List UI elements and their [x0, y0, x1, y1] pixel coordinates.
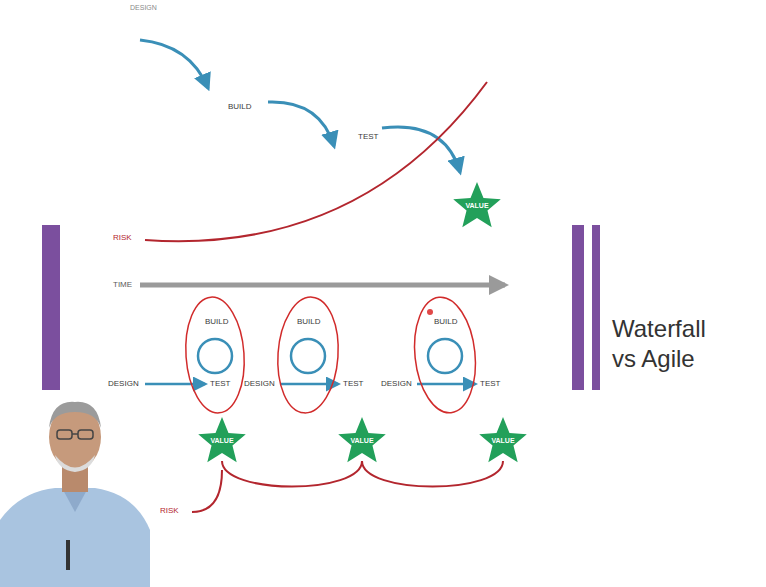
star-text: VALUE — [337, 437, 387, 444]
value-star: VALUE — [478, 415, 528, 465]
stage-label: DESIGN — [130, 4, 157, 11]
stage-label: DESIGN — [108, 380, 139, 388]
iteration-loop — [291, 339, 325, 373]
value-star: VALUE — [337, 415, 387, 465]
iteration-loop — [198, 339, 232, 373]
slide-title: Waterfall vs Agile — [612, 314, 727, 374]
stage-label: RISK — [113, 234, 132, 242]
stage-label: TEST — [210, 380, 230, 388]
stage-label: DESIGN — [244, 380, 275, 388]
presenter — [0, 402, 150, 587]
risk-connector — [222, 461, 362, 487]
iteration-loop — [428, 339, 462, 373]
star-text: VALUE — [197, 437, 247, 444]
stage-label: BUILD — [297, 318, 321, 326]
purple-bar — [42, 225, 60, 390]
annotation-dot — [427, 309, 433, 315]
star-text: VALUE — [478, 437, 528, 444]
flow-arrow — [140, 40, 208, 88]
value-star: VALUE — [197, 415, 247, 465]
stage-label: DESIGN — [381, 380, 412, 388]
stage-label: RISK — [160, 507, 179, 515]
stage-label: TIME — [113, 281, 132, 289]
iteration-arrow — [281, 383, 338, 386]
stage-label: BUILD — [205, 318, 229, 326]
stage-label: BUILD — [228, 103, 252, 111]
annotation-circle — [409, 294, 481, 416]
risk-curve — [145, 82, 487, 241]
star-text: VALUE — [452, 202, 502, 209]
iteration-arrow — [145, 383, 205, 386]
purple-bar — [572, 225, 584, 390]
annotation-circle — [274, 295, 342, 415]
stage-label: BUILD — [434, 318, 458, 326]
annotation-circle — [182, 295, 248, 415]
flow-arrow — [382, 127, 460, 172]
risk-connector — [362, 461, 503, 487]
stage-label: TEST — [358, 133, 378, 141]
slide-panel — [60, 0, 570, 587]
time-arrow — [140, 283, 505, 288]
risk-line — [192, 470, 222, 512]
stage-label: TEST — [480, 380, 500, 388]
stage-label: TEST — [343, 380, 363, 388]
purple-bar — [592, 225, 600, 390]
flow-arrow — [268, 102, 334, 146]
iteration-arrow — [417, 383, 475, 386]
value-star: VALUE — [452, 180, 502, 230]
